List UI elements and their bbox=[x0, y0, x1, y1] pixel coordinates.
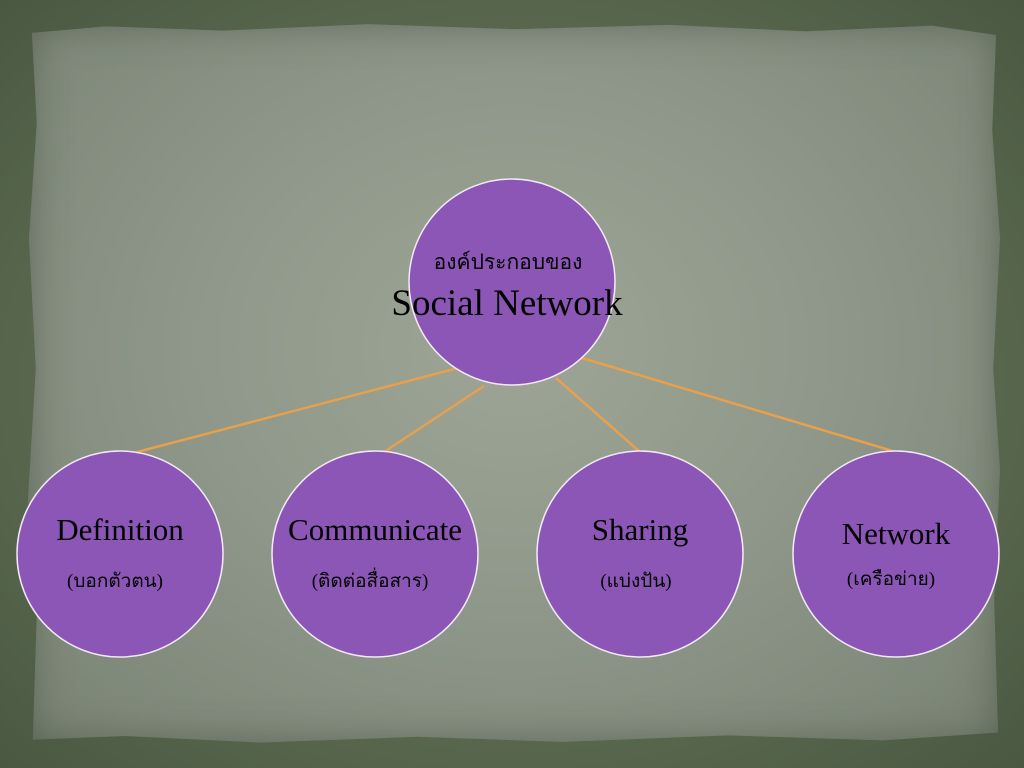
sharing-subtitle: (แบ่งปัน) bbox=[600, 571, 672, 592]
nodes bbox=[16, 178, 1000, 658]
node-communicate bbox=[271, 450, 479, 658]
connector-communicate bbox=[383, 384, 485, 454]
network-title: Network bbox=[841, 516, 951, 551]
node-network bbox=[792, 450, 1000, 658]
node-social-network bbox=[408, 178, 616, 386]
network-subtitle: (เครือข่าย) bbox=[846, 569, 936, 590]
definition-subtitle: (บอกตัวตน) bbox=[67, 571, 163, 592]
node-sharing bbox=[536, 450, 744, 658]
sharing-title: Sharing bbox=[591, 512, 689, 547]
communicate-subtitle: (ติดต่อสื่อสาร) bbox=[311, 571, 429, 592]
communicate-title: Communicate bbox=[288, 512, 462, 547]
connector-network bbox=[581, 356, 897, 454]
center-title: Social Network bbox=[391, 283, 623, 324]
center-subtitle: องค์ประกอบของ bbox=[433, 250, 583, 274]
node-definition bbox=[16, 450, 224, 658]
connectors bbox=[136, 356, 897, 454]
definition-title: Definition bbox=[56, 512, 184, 547]
connector-definition bbox=[136, 366, 459, 454]
connector-sharing bbox=[555, 377, 641, 453]
